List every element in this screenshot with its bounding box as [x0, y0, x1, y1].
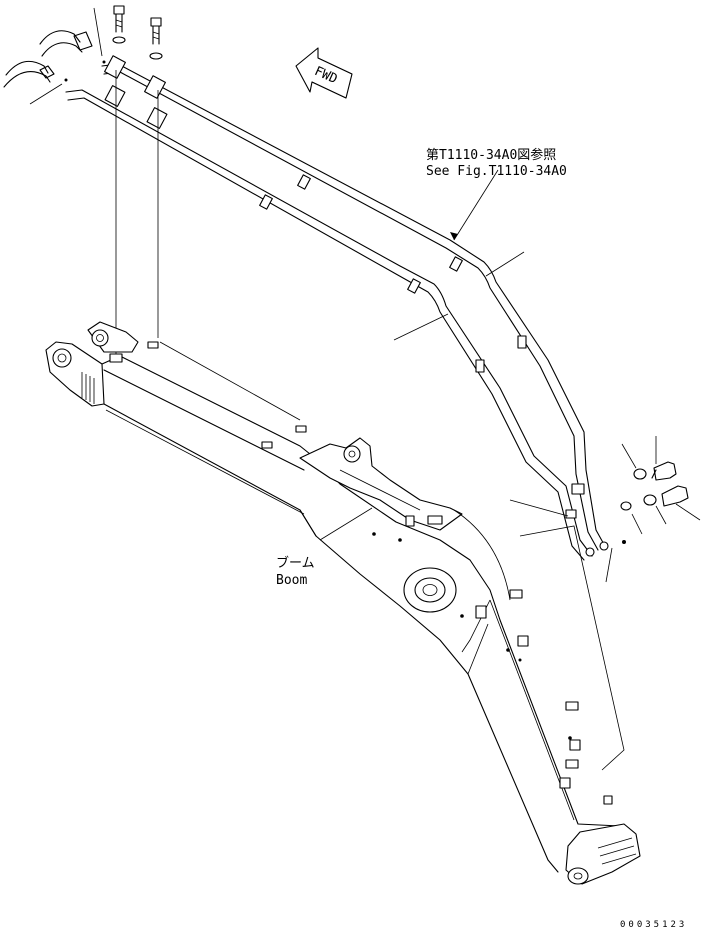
- boom: [45, 321, 641, 885]
- boom-label-en: Boom: [276, 573, 308, 588]
- reference-label-jp: 第T1110-34A0図参照: [426, 148, 557, 163]
- tubes: [65, 55, 609, 561]
- hose-fittings: [3, 7, 106, 105]
- leader-lines: [393, 169, 625, 771]
- top-bolts: [112, 5, 163, 60]
- fwd-arrow: FWD: [295, 47, 353, 99]
- assembly-lines: [115, 70, 301, 421]
- right-bolts: [605, 436, 701, 583]
- drawing-number: 00035123: [620, 920, 688, 930]
- reference-label-en: See Fig.T1110-34A0: [426, 164, 567, 179]
- boom-label-jp: ブーム: [276, 556, 315, 571]
